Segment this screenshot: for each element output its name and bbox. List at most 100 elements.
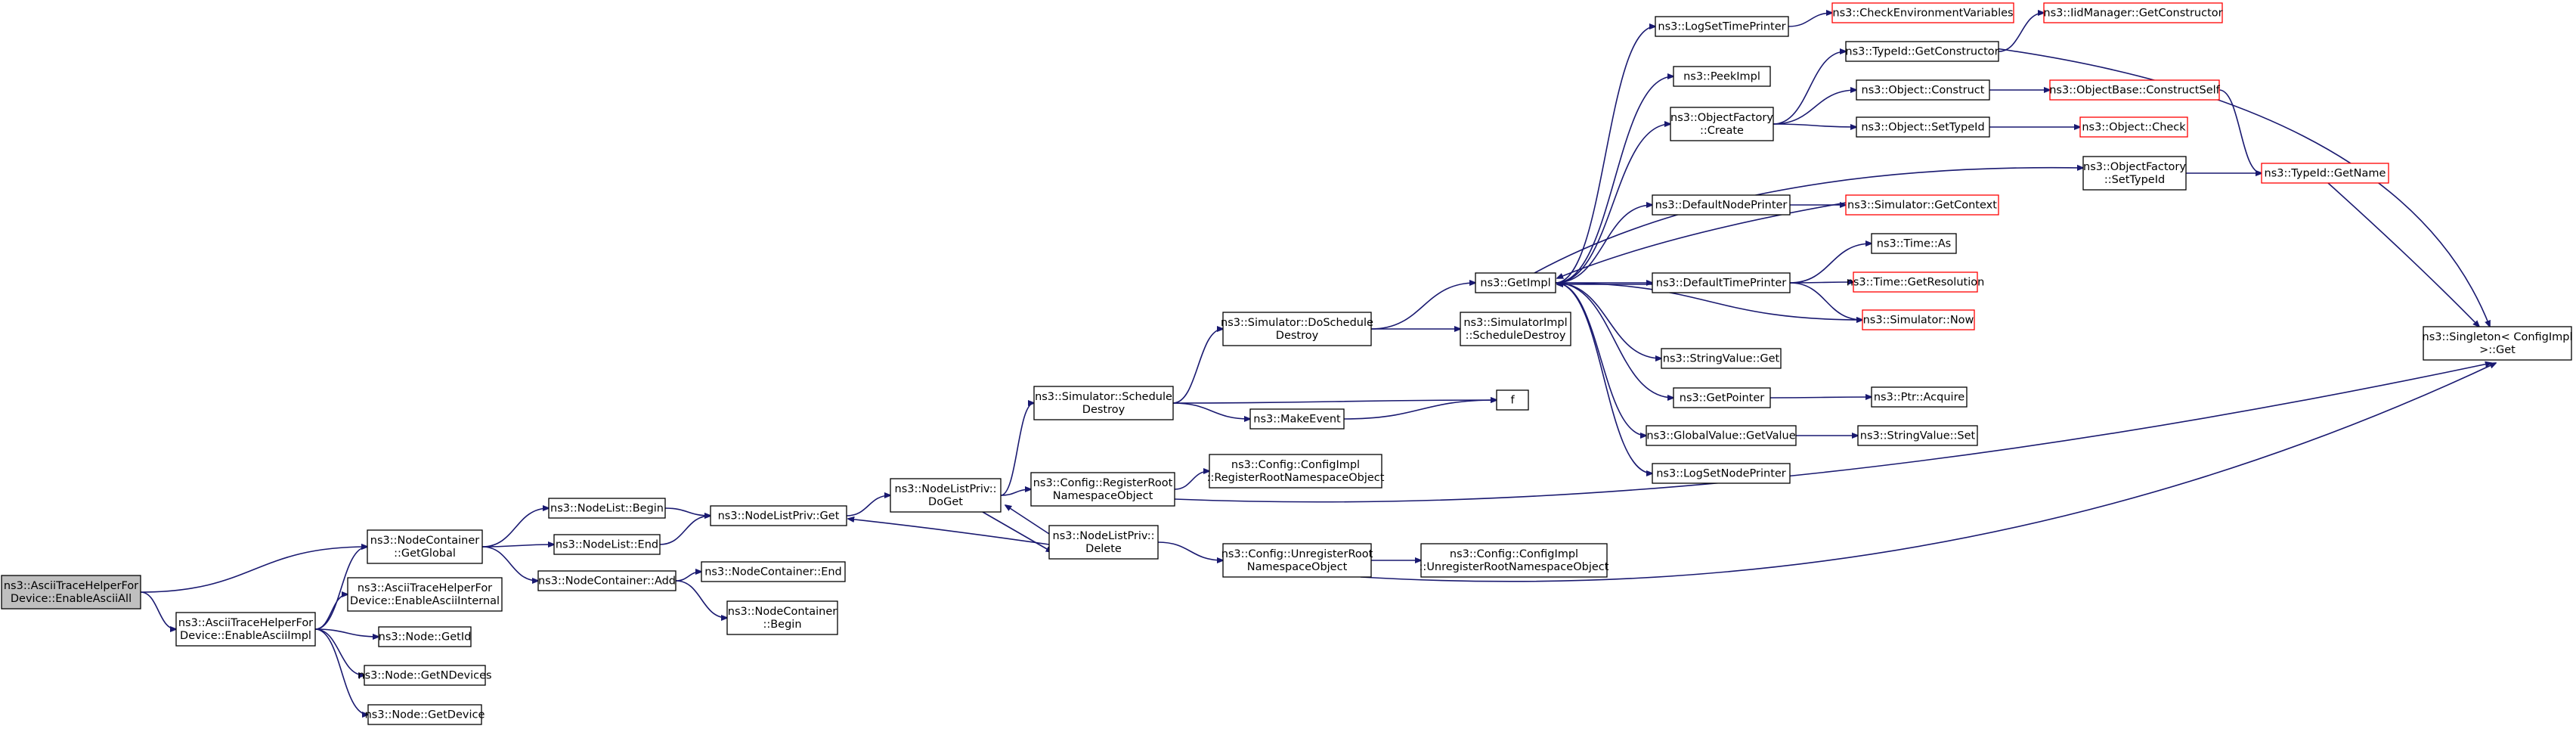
node-label: ns3::Object::Construct — [1862, 85, 1985, 97]
node-objectfactory-create[interactable]: ns3::ObjectFactory::Create — [1670, 107, 1774, 141]
node-label: ns3::Simulator::DoSchedule — [1221, 317, 1373, 329]
node-stringvalue-get[interactable]: ns3::StringValue::Get — [1661, 348, 1782, 369]
node-label: DoGet — [928, 496, 963, 508]
edge-nc_getglobal-to-nl_end — [481, 544, 554, 547]
node-nlp-get[interactable]: ns3::NodeListPriv::Get — [710, 505, 847, 526]
node-object-settypeid[interactable]: ns3::Object::SetTypeId — [1856, 116, 1990, 138]
node-sim-getcontext[interactable]: ns3::Simulator::GetContext — [1845, 194, 1999, 216]
node-box — [2049, 79, 2220, 101]
node-box — [1673, 387, 1771, 408]
node-nlp-doget[interactable]: ns3::NodeListPriv::DoGet — [890, 478, 1002, 513]
node-label: f — [1510, 395, 1515, 407]
node-box — [726, 600, 838, 635]
edge-nc_getglobal-to-nc_add — [481, 546, 538, 581]
node-iidmanager-getconstructor[interactable]: ns3::IidManager::GetConstructor — [2043, 2, 2223, 23]
node-nl-end[interactable]: ns3::NodeList::End — [553, 534, 661, 555]
node-nl-begin[interactable]: ns3::NodeList::Begin — [548, 498, 666, 519]
node-checkenvvars[interactable]: ns3::CheckEnvironmentVariables — [1831, 2, 2014, 23]
node-label: ns3::Simulator::Schedule — [1035, 391, 1172, 403]
node-nc-getglobal[interactable]: ns3::NodeContainer::GetGlobal — [367, 529, 483, 564]
node-box — [1222, 543, 1372, 578]
node-typeid-getconstructor[interactable]: ns3::TypeId::GetConstructor — [1845, 41, 1999, 62]
node-label: ::GetGlobal — [394, 548, 456, 560]
node-label: ns3::Time::As — [1877, 238, 1951, 250]
node-cfgimpl-registerroot[interactable]: ns3::Config::ConfigImpl::RegisterRootNam… — [1207, 454, 1385, 489]
node-box — [1420, 543, 1608, 578]
node-label: ::UnregisterRootNamespaceObject — [1420, 561, 1609, 573]
edge-nl_end-to-nlp_get — [659, 516, 711, 545]
node-time-getresolution[interactable]: ns3::Time::GetResolution — [1847, 271, 1985, 293]
node-time-as[interactable]: ns3::Time::As — [1871, 233, 1957, 254]
node-makeevent[interactable]: ns3::MakeEvent — [1249, 408, 1345, 430]
node-label: ns3::Simulator::GetContext — [1847, 200, 1997, 212]
node-label: ns3::ObjectFactory — [2083, 161, 2186, 173]
node-object-check[interactable]: ns3::Object::Check — [2079, 116, 2188, 138]
node-cfg-unregisterroot[interactable]: ns3::Config::UnregisterRootNamespaceObje… — [1221, 543, 1373, 578]
node-node-getid[interactable]: ns3::Node::GetId — [378, 626, 472, 647]
edge-getimpl-to-getpointer — [1555, 282, 1673, 398]
node-box — [364, 665, 486, 686]
node-logsettimeprinter[interactable]: ns3::LogSetTimePrinter — [1655, 16, 1789, 37]
node-label: ::Create — [1700, 125, 1744, 137]
node-simimpl-scheduledestroy[interactable]: ns3::SimulatorImpl::ScheduleDestroy — [1460, 312, 1571, 346]
node-f[interactable]: f — [1496, 389, 1529, 411]
node-label: ns3::Object::SetTypeId — [1861, 122, 1984, 134]
node-label: ::RegisterRootNamespaceObject — [1207, 472, 1385, 484]
node-globalvalue-getvalue[interactable]: ns3::GlobalValue::GetValue — [1646, 425, 1797, 446]
node-box — [1209, 454, 1382, 489]
node-peekimpl[interactable]: ns3::PeekImpl — [1673, 66, 1771, 87]
node-label: Device::EnableAsciiInternal — [350, 595, 500, 607]
node-label: ns3::ObjectBase::ConstructSelf — [2049, 85, 2220, 97]
node-box — [1845, 41, 1999, 62]
edge-nlp_delete-to-nlp_doget — [1005, 505, 1050, 535]
node-node-getndevices[interactable]: ns3::Node::GetNDevices — [358, 665, 492, 686]
node-typeid-getname[interactable]: ns3::TypeId::GetName — [2261, 163, 2389, 184]
node-node-getdevice[interactable]: ns3::Node::GetDevice — [365, 704, 485, 725]
node-sim-scheduledestroy[interactable]: ns3::Simulator::ScheduleDestroy — [1033, 386, 1174, 420]
node-label: ns3::NodeList::Begin — [550, 503, 664, 515]
node-sim-now[interactable]: ns3::Simulator::Now — [1862, 309, 1975, 330]
edge-getimpl-to-logsetnodeprinter — [1555, 282, 1652, 473]
node-getpointer[interactable]: ns3::GetPointer — [1673, 387, 1771, 408]
node-label: ns3::DefaultTimePrinter — [1656, 278, 1786, 290]
node-label: ns3::GetImpl — [1480, 278, 1550, 290]
node-box — [2079, 116, 2188, 138]
node-box — [1661, 348, 1782, 369]
node-logsetnodeprinter[interactable]: ns3::LogSetNodePrinter — [1652, 463, 1791, 484]
node-getimpl[interactable]: ns3::GetImpl — [1475, 272, 1556, 293]
node-nc-end[interactable]: ns3::NodeContainer::End — [701, 561, 846, 582]
node-nc-begin[interactable]: ns3::NodeContainer::Begin — [726, 600, 838, 635]
node-box — [1673, 66, 1771, 87]
node-objectbase-constructself[interactable]: ns3::ObjectBase::ConstructSelf — [2049, 79, 2221, 101]
edge-getimpl-to-objectfactory_create — [1555, 124, 1670, 284]
node-defaultnodeprinter[interactable]: ns3::DefaultNodePrinter — [1652, 194, 1791, 216]
node-cfg-registerroot[interactable]: ns3::Config::RegisterRootNamespaceObject — [1030, 472, 1175, 507]
node-box — [1652, 463, 1791, 484]
edge-getimpl-to-stringvalue_get — [1555, 282, 1661, 358]
node-object-construct[interactable]: ns3::Object::Construct — [1856, 79, 1990, 101]
node-label: ns3::NodeListPriv:: — [895, 483, 997, 495]
node-ptr-acquire[interactable]: ns3::Ptr::Acquire — [1871, 386, 1968, 408]
node-objectfactory-settypeid[interactable]: ns3::ObjectFactory::SetTypeId — [2082, 156, 2187, 191]
node-enableasciiinternal[interactable]: ns3::AsciiTraceHelperForDevice::EnableAs… — [347, 577, 503, 612]
node-cfgimpl-unregisterroot[interactable]: ns3::Config::ConfigImpl::UnregisterRootN… — [1420, 543, 1609, 578]
node-singleton-get[interactable]: ns3::Singleton< ConfigImpl >::Get — [2423, 326, 2573, 361]
node-enableasciiimpl[interactable]: ns3::AsciiTraceHelperForDevice::EnableAs… — [175, 612, 316, 647]
node-label: ns3::LogSetNodePrinter — [1656, 468, 1786, 480]
edge-defaulttimeprinter-to-sim_now — [1789, 282, 1862, 320]
edge-sim_getcontext-to-getimpl — [1557, 202, 1847, 278]
node-nc-add[interactable]: ns3::NodeContainer::Add — [537, 570, 677, 591]
node-box — [890, 478, 1002, 513]
node-label: ns3::MakeEvent — [1253, 414, 1341, 426]
node-defaulttimeprinter[interactable]: ns3::DefaultTimePrinter — [1652, 272, 1791, 293]
node-label: ns3::Node::GetId — [379, 631, 472, 644]
node-box — [1871, 386, 1968, 408]
node-stringvalue-set[interactable]: ns3::StringValue::Set — [1857, 425, 1978, 446]
node-label: >::Get — [2479, 344, 2516, 356]
node-nlp-delete[interactable]: ns3::NodeListPriv::Delete — [1048, 525, 1159, 560]
node-box — [1460, 312, 1571, 346]
node-label: ns3::GetPointer — [1680, 392, 1765, 405]
node-label: ns3::NodeListPriv::Get — [718, 510, 840, 523]
